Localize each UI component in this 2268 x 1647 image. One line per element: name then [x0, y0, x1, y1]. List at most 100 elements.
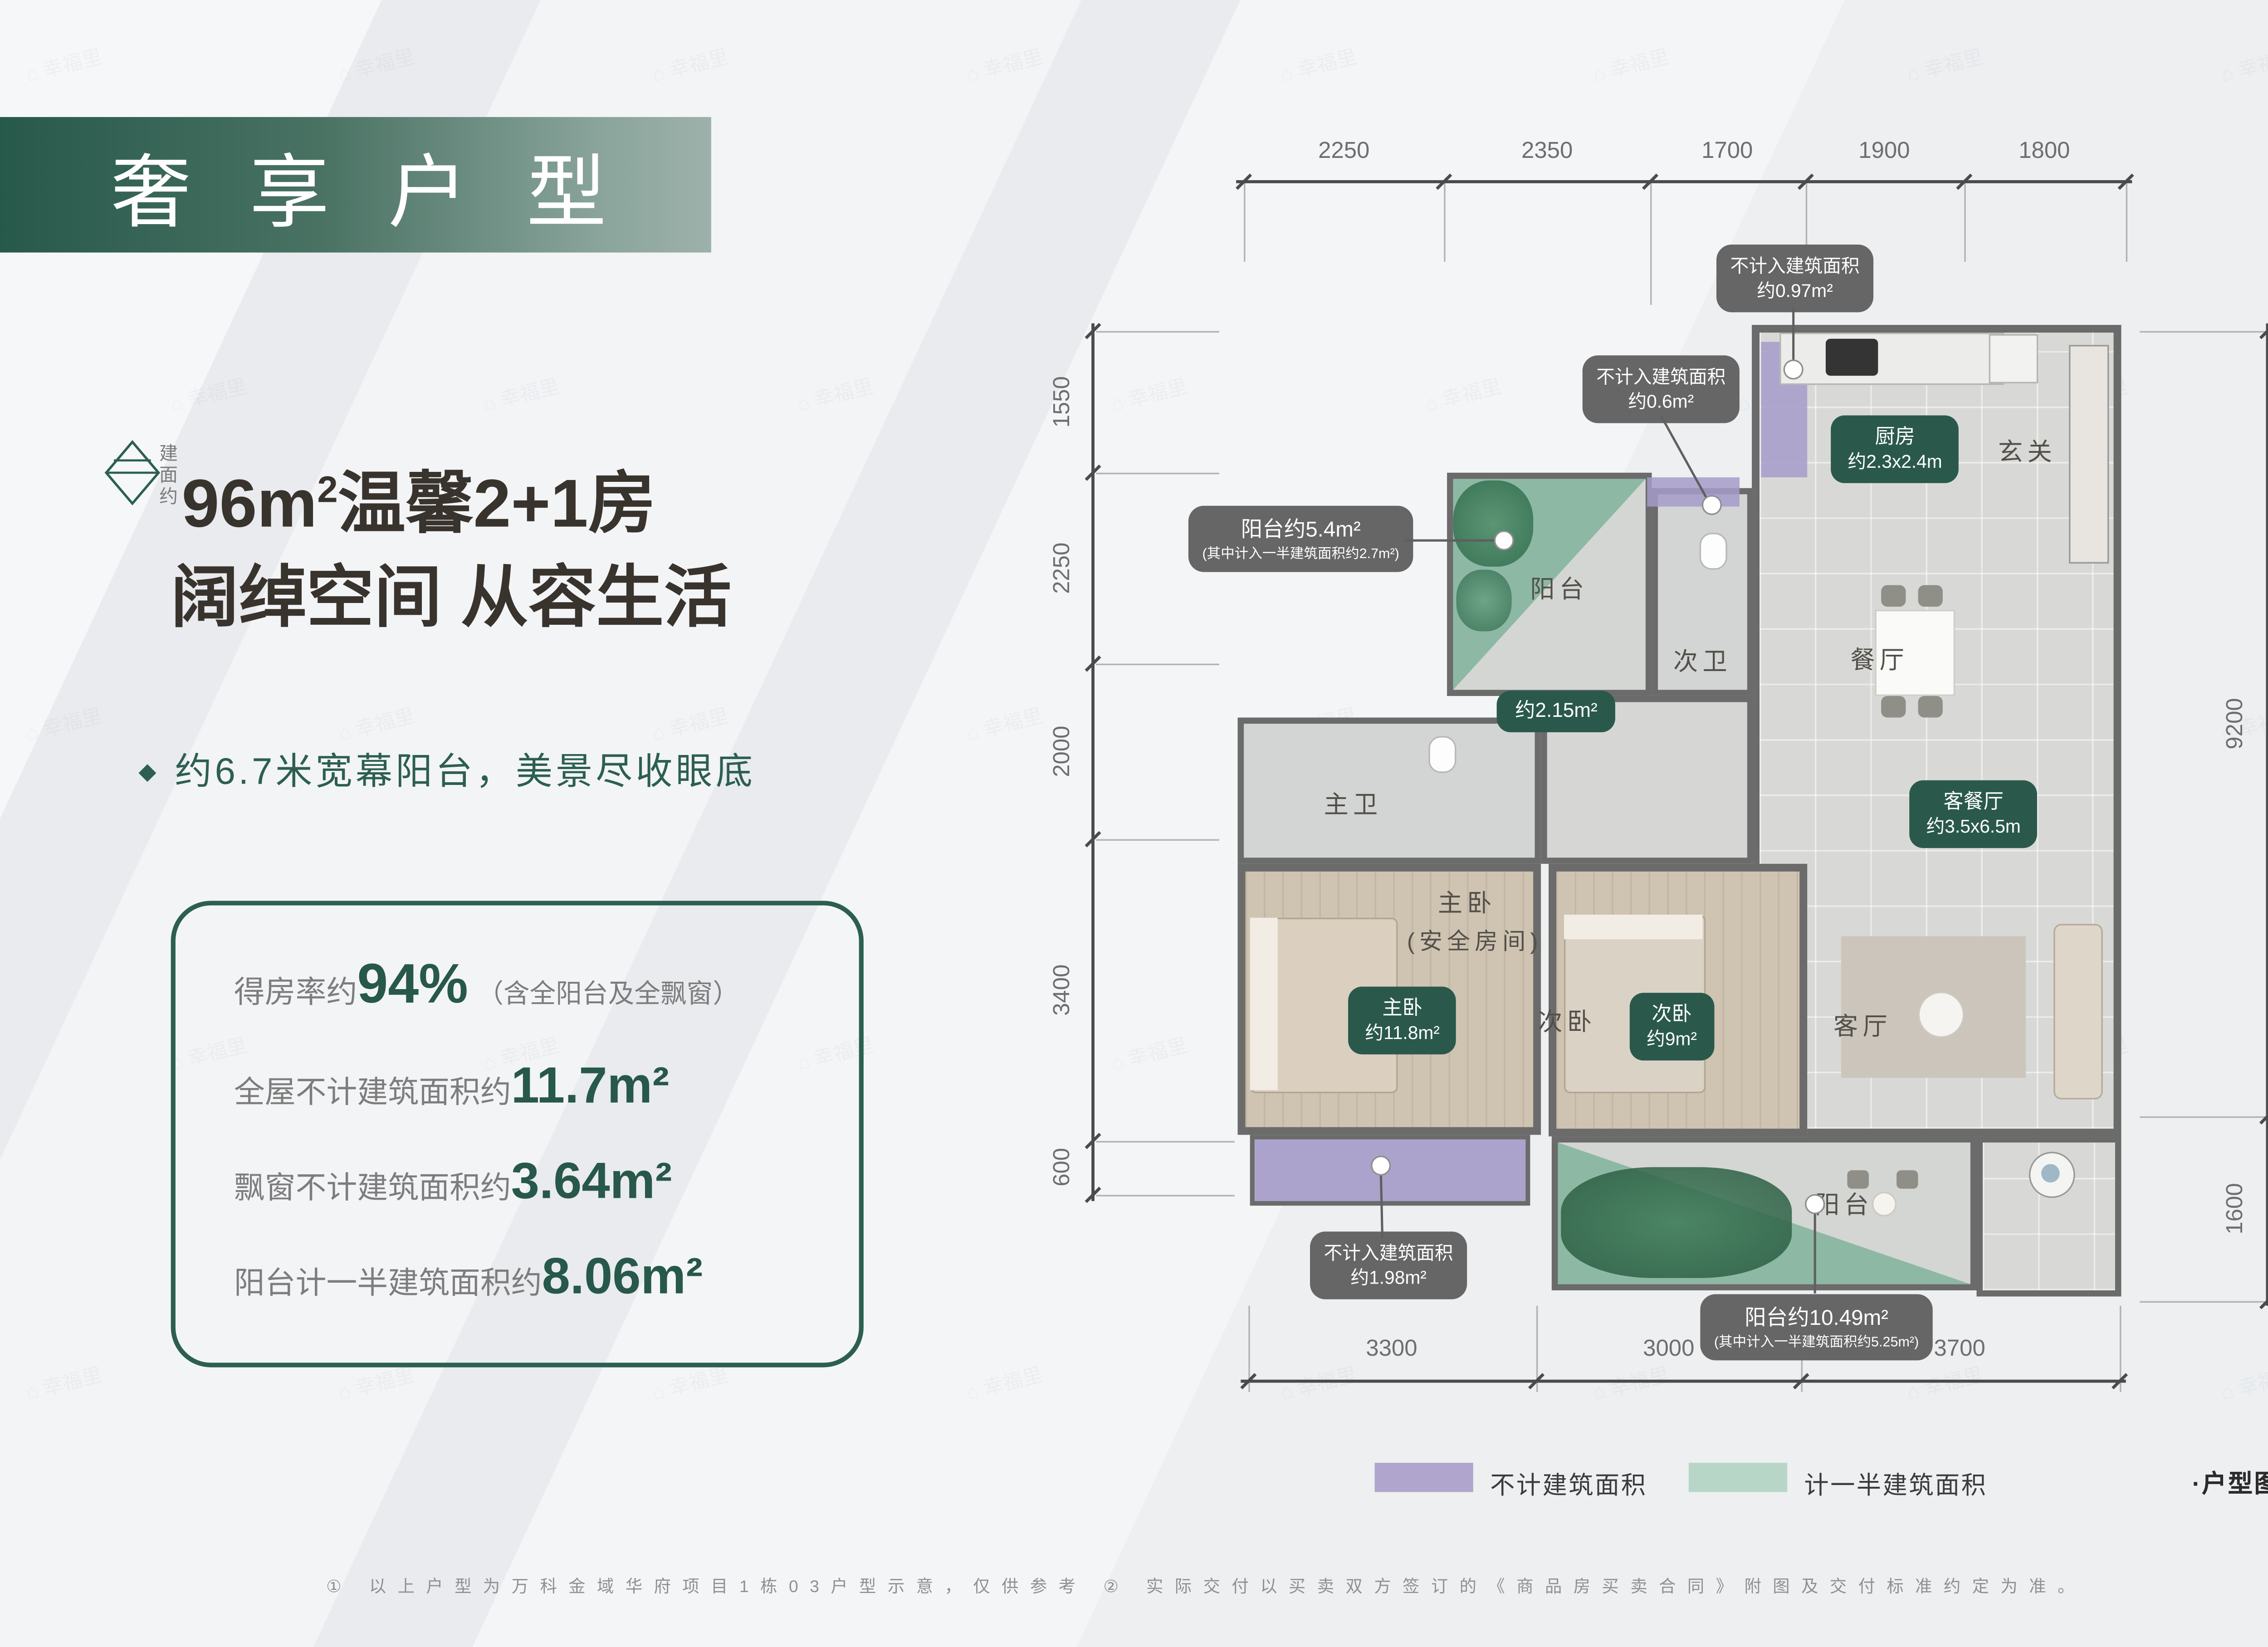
- watermark-text: ⌂ 幸福里: [23, 704, 104, 745]
- overlay-noncount-baywindow: [1254, 1139, 1526, 1201]
- headline-line2: 阔绰空间 从容生活: [171, 542, 732, 641]
- dim-label-bottom: 3700: [1934, 1336, 1985, 1362]
- label-balcony-top: 阳台: [1530, 577, 1589, 604]
- watermark-text: ⌂ 幸福里: [23, 45, 104, 86]
- dim-label-top: 1900: [1858, 137, 1910, 164]
- dim-label-bottom: 3300: [1366, 1336, 1418, 1362]
- label-entry: 玄关: [1998, 440, 2057, 467]
- watermark-text: ⌂ 幸福里: [963, 1363, 1045, 1404]
- dim-line-top: [1236, 180, 2132, 183]
- chip-title: 客餐厅: [1943, 789, 2004, 813]
- dim-ext: [1244, 181, 1246, 262]
- dim-ext: [2140, 331, 2268, 333]
- watermark-text: ⌂ 幸福里: [2218, 45, 2268, 86]
- dim-ext: [1444, 181, 1446, 262]
- stat-suffix: （含全阳台及全飘窗）: [477, 979, 739, 1009]
- headline-rest: 温馨2+1房: [337, 466, 656, 542]
- headline-sup: 2: [317, 470, 338, 511]
- callout-line2: 约0.6m²: [1628, 391, 1694, 413]
- dim-label-top: 2350: [1521, 137, 1573, 164]
- master-bed-pillows: [1250, 917, 1278, 1090]
- dim-label-left: 3400: [1049, 964, 1075, 1016]
- chip-size: 约11.8m²: [1365, 1022, 1440, 1044]
- watermark-text: ⌂ 幸福里: [963, 45, 1045, 86]
- dim-ext: [1096, 1141, 1235, 1143]
- watermark-text: ⌂ 幸福里: [336, 704, 418, 745]
- label-diningroom: 餐厅: [1850, 648, 1909, 675]
- plant-top-balcony: [1453, 480, 1534, 567]
- dim-line-left: [1091, 323, 1095, 1201]
- legend-label-noncount: 不计建筑面积: [1490, 1473, 1647, 1500]
- plan-type-label: ·户型图: [2192, 1472, 2268, 1499]
- callout-line1: 不计入建筑面积: [1596, 366, 1726, 388]
- callout-line2: 约1.98m²: [1350, 1267, 1427, 1289]
- headline-area: 96m: [181, 466, 318, 542]
- dim-ext: [1964, 181, 1966, 262]
- dim-ext: [1650, 181, 1652, 305]
- dim-ext: [1096, 472, 1219, 475]
- toilet-second: [1699, 533, 1727, 570]
- dim-ext: [2140, 1301, 2268, 1303]
- dim-label-top: 1800: [2019, 137, 2070, 164]
- dim-label-left: 2250: [1049, 542, 1075, 594]
- dining-chair: [1918, 696, 1943, 718]
- stat-value: 94%: [357, 951, 468, 1015]
- watermark-text: ⌂ 幸福里: [1591, 45, 1672, 86]
- plant-bottom-balcony: [1561, 1167, 1792, 1278]
- dim-ext: [1096, 839, 1219, 841]
- callout-line2: (其中计入一半建筑面积约2.7m²): [1202, 545, 1399, 561]
- dim-ext: [1248, 1305, 1250, 1392]
- chip-title: 主卧: [1382, 995, 1422, 1019]
- label-bath-second: 次卫: [1673, 650, 1732, 676]
- coffee-table: [1918, 991, 1965, 1038]
- washer-drum: [2041, 1164, 2060, 1183]
- watermark-text: ⌂ 幸福里: [795, 374, 876, 416]
- toilet-master: [1428, 736, 1457, 773]
- balcony-chair: [1847, 1170, 1869, 1189]
- dim-ext: [1096, 331, 1219, 333]
- dim-line-bottom: [1241, 1379, 2126, 1383]
- headline-line2-text: 阔绰空间 从容生活: [171, 560, 732, 636]
- label-master-floor: 主卧: [1437, 891, 1496, 918]
- stat-prefix: 阳台计一半建筑面积约: [234, 1267, 542, 1301]
- feature-line: ◆约6.7米宽幕阳台，美景尽收眼底: [138, 740, 756, 794]
- dining-chair: [1881, 696, 1906, 718]
- chip-kitchen: 厨房 约2.3x2.4m: [1831, 415, 1960, 484]
- diamond-bullet-icon: ◆: [138, 759, 160, 785]
- watermark-text: ⌂ 幸福里: [1108, 374, 1189, 416]
- second-bed-pillows: [1564, 914, 1703, 940]
- page-title: 奢享户型: [111, 150, 665, 238]
- washer-icon: [2028, 1152, 2075, 1198]
- watermark-text: ⌂ 幸福里: [336, 45, 418, 86]
- watermark-text: ⌂ 幸福里: [963, 704, 1045, 745]
- callout-noncount-06: 不计入建筑面积 约0.6m²: [1582, 355, 1740, 424]
- room-bath-master: [1237, 717, 1541, 864]
- callout-noncount-097: 不计入建筑面积 约0.97m²: [1716, 244, 1874, 313]
- stove-icon: [1825, 338, 1878, 376]
- dim-label-top: 1700: [1701, 137, 1753, 164]
- dim-ext: [1096, 663, 1219, 666]
- chip-second-bedroom: 次卧 约9m²: [1629, 993, 1714, 1062]
- dim-ext: [1805, 181, 1808, 305]
- fridge-icon: [1989, 334, 2038, 384]
- stat-prefix: 飘窗不计建筑面积约: [234, 1172, 511, 1206]
- dim-label-right: 9200: [2222, 698, 2248, 750]
- watermark-text: ⌂ 幸福里: [1422, 374, 1503, 416]
- headline-line1: 96m2温馨2+1房: [181, 448, 656, 547]
- watermark-text: ⌂ 幸福里: [1277, 45, 1359, 86]
- chip-title: 厨房: [1875, 424, 1915, 448]
- dim-ext: [2126, 181, 2128, 262]
- label-second-floor: 次卧: [1538, 1010, 1597, 1036]
- watermark-text: ⌂ 幸福里: [650, 45, 731, 86]
- watermark-text: ⌂ 幸福里: [481, 374, 562, 416]
- chip-living-dining: 客餐厅 约3.5x6.5m: [1909, 780, 2038, 849]
- sofa: [2053, 924, 2103, 1100]
- title-banner: 奢享户型: [0, 117, 711, 253]
- dim-label-left: 1550: [1049, 376, 1075, 428]
- callout-balcony-1049: 阳台约10.49m² (其中计入一半建筑面积约5.25m²): [1700, 1294, 1933, 1361]
- plant-top-balcony: [1456, 569, 1512, 632]
- build-area-text: 建面约: [157, 443, 179, 508]
